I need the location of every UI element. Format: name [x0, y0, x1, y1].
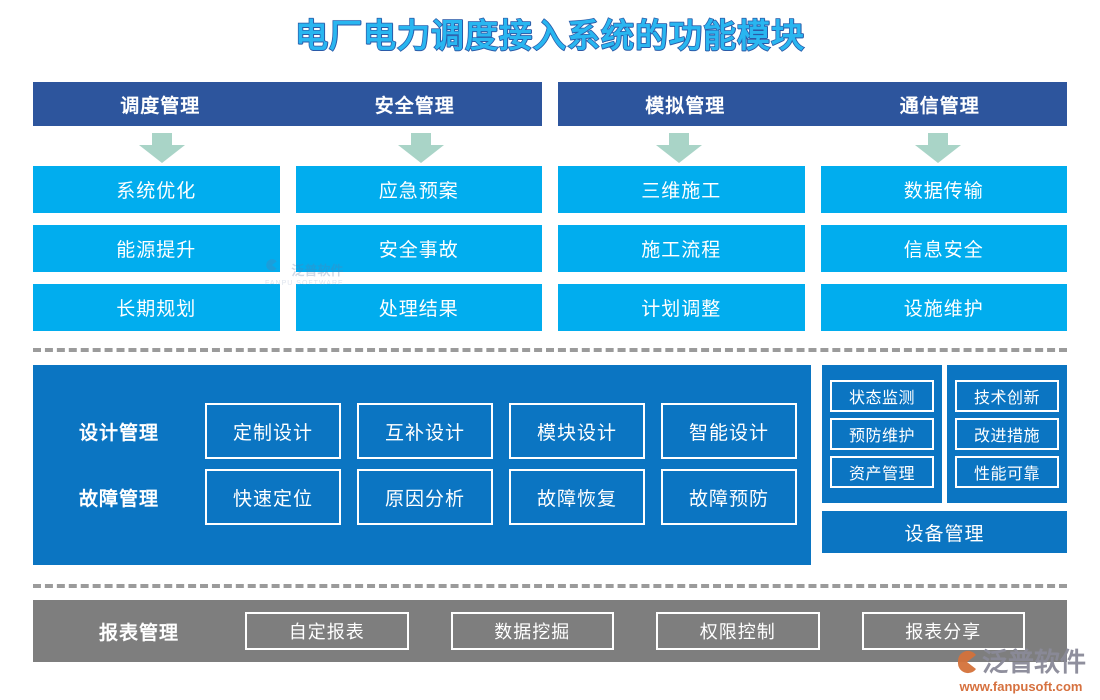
- middle-panel-main: [33, 365, 811, 565]
- report-panel-label: 报表管理: [98, 622, 179, 644]
- middle-cell[interactable]: 故障恢复: [509, 469, 645, 525]
- module-box[interactable]: 设施维护: [820, 284, 1067, 331]
- page-title: 电厂电力调度接入系统的功能模块: [294, 16, 805, 54]
- header-bar-group-1: 调度管理 安全管理: [33, 82, 542, 126]
- header-label-simulation: 模拟管理: [645, 95, 726, 117]
- equipment-cell[interactable]: 预防维护: [830, 418, 934, 450]
- watermark-url: www.fanpusoft.com: [959, 679, 1083, 694]
- middle-row-label-fault: 故障管理: [78, 488, 159, 510]
- module-box[interactable]: 处理结果: [295, 284, 542, 331]
- middle-row-label-design: 设计管理: [78, 422, 159, 444]
- arrow-cell-3: [550, 133, 809, 163]
- down-arrow-icon: [914, 133, 961, 163]
- header-bar-group-2: 模拟管理 通信管理: [558, 82, 1067, 126]
- middle-panel: 设计管理 定制设计 互补设计 模块设计 智能设计 故障管理 快速定位 原因分析 …: [33, 365, 1067, 565]
- middle-row-design: 设计管理 定制设计 互补设计 模块设计 智能设计: [33, 403, 811, 459]
- module-box[interactable]: 系统优化: [33, 166, 280, 213]
- middle-row-cells: 定制设计 互补设计 模块设计 智能设计: [205, 403, 811, 459]
- equipment-column-left: 状态监测 预防维护 资产管理: [822, 365, 942, 503]
- middle-cell[interactable]: 定制设计: [205, 403, 341, 459]
- dashed-divider-top: [33, 348, 1067, 352]
- equipment-cell[interactable]: 技术创新: [955, 380, 1059, 412]
- equipment-cell[interactable]: 性能可靠: [955, 456, 1059, 488]
- down-arrow-icon: [139, 133, 186, 163]
- module-column-simulation: 三维施工 施工流程 计划调整: [558, 166, 805, 331]
- module-box[interactable]: 三维施工: [558, 166, 805, 213]
- dashed-divider-bottom: [33, 584, 1067, 588]
- module-column-dispatch: 系统优化 能源提升 长期规划: [33, 166, 280, 331]
- header-bar-row: 调度管理 安全管理 模拟管理 通信管理: [33, 82, 1067, 126]
- module-box[interactable]: 能源提升: [33, 225, 280, 272]
- report-cell[interactable]: 自定报表: [245, 612, 409, 650]
- equipment-panel-grid: 状态监测 预防维护 资产管理 技术创新 改进措施 性能可靠: [822, 365, 1067, 503]
- module-box[interactable]: 安全事故: [295, 225, 542, 272]
- middle-cell[interactable]: 互补设计: [357, 403, 493, 459]
- arrow-cell-2: [292, 133, 551, 163]
- module-box[interactable]: 应急预案: [295, 166, 542, 213]
- arrow-cell-4: [809, 133, 1068, 163]
- module-box[interactable]: 数据传输: [820, 166, 1067, 213]
- module-box[interactable]: 信息安全: [820, 225, 1067, 272]
- equipment-panel-footer: 设备管理: [822, 511, 1067, 553]
- middle-cell[interactable]: 模块设计: [509, 403, 645, 459]
- header-label-safety: 安全管理: [374, 95, 455, 117]
- equipment-panel: 状态监测 预防维护 资产管理 技术创新 改进措施 性能可靠 设备管理: [822, 365, 1067, 565]
- report-cell[interactable]: 数据挖掘: [450, 612, 614, 650]
- header-label-communication: 通信管理: [899, 95, 980, 117]
- module-box[interactable]: 施工流程: [558, 225, 805, 272]
- equipment-cell[interactable]: 状态监测: [830, 380, 934, 412]
- arrow-cell-1: [33, 133, 292, 163]
- middle-cell[interactable]: 快速定位: [205, 469, 341, 525]
- middle-cell[interactable]: 智能设计: [661, 403, 797, 459]
- module-column-communication: 数据传输 信息安全 设施维护: [820, 166, 1067, 331]
- header-label-dispatch: 调度管理: [120, 95, 201, 117]
- middle-cell[interactable]: 原因分析: [357, 469, 493, 525]
- module-column-safety: 应急预案 安全事故 处理结果: [295, 166, 542, 331]
- equipment-cell[interactable]: 改进措施: [955, 418, 1059, 450]
- equipment-cell[interactable]: 资产管理: [830, 456, 934, 488]
- report-panel-cells: 自定报表 数据挖掘 权限控制 报表分享: [245, 612, 1067, 650]
- equipment-column-right: 技术创新 改进措施 性能可靠: [947, 365, 1067, 503]
- down-arrow-icon: [397, 133, 444, 163]
- report-panel: 报表管理 自定报表 数据挖掘 权限控制 报表分享: [33, 600, 1067, 662]
- middle-row-fault: 故障管理 快速定位 原因分析 故障恢复 故障预防: [33, 469, 811, 525]
- down-arrow-icon: [656, 133, 703, 163]
- report-cell[interactable]: 报表分享: [861, 612, 1025, 650]
- middle-cell[interactable]: 故障预防: [661, 469, 797, 525]
- report-cell[interactable]: 权限控制: [656, 612, 820, 650]
- middle-row-cells: 快速定位 原因分析 故障恢复 故障预防: [205, 469, 811, 525]
- module-box[interactable]: 长期规划: [33, 284, 280, 331]
- middle-panel-rows: 设计管理 定制设计 互补设计 模块设计 智能设计 故障管理 快速定位 原因分析 …: [33, 403, 811, 525]
- title-container: 电厂电力调度接入系统的功能模块: [0, 16, 1100, 54]
- module-box[interactable]: 计划调整: [558, 284, 805, 331]
- module-grid: 系统优化 能源提升 长期规划 应急预案 安全事故 处理结果 三维施工 施工流程 …: [33, 166, 1067, 331]
- arrow-row: [33, 133, 1067, 163]
